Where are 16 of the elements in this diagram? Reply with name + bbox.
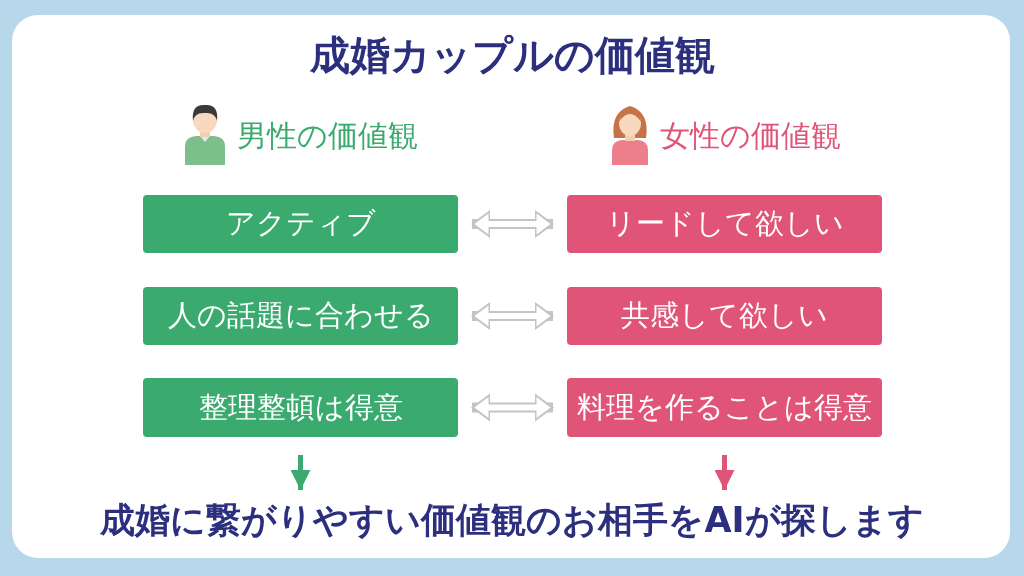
value-box (567, 378, 882, 437)
value-text: 整理整頓は得意 (198, 388, 403, 426)
value-text: 共感して欲しい (621, 297, 828, 334)
value-box (143, 378, 458, 437)
column-heading: 女性の価値観 (660, 117, 841, 155)
value-box (143, 195, 458, 253)
value-text: アクティブ (225, 205, 376, 242)
value-text: 人の話題に合わせる (167, 297, 434, 334)
value-box (567, 195, 882, 253)
column-heading: 男性の価値観 (237, 117, 418, 155)
value-text: リードして欲しい (605, 205, 844, 242)
conclusion-text: 成婚に繋がりやすい価値観のお相手をAIが探します (100, 498, 924, 542)
value-text: 料理を作ることは得意 (577, 388, 872, 426)
value-box (143, 287, 458, 345)
title: 成婚カップルの価値観 (308, 31, 716, 80)
value-box (567, 287, 882, 345)
